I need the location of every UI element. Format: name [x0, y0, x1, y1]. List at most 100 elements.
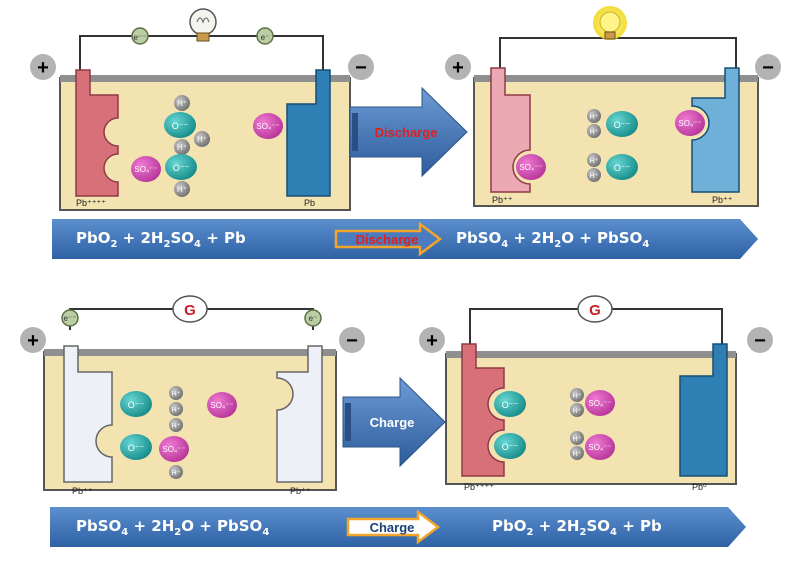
oxide-ion-label: O⁻⁻	[128, 400, 145, 410]
positive-terminal-icon	[419, 327, 445, 353]
eq-subscript: 2	[163, 239, 171, 250]
plate-label-pb0: Pb⁰	[692, 482, 707, 492]
electron-particle	[61, 309, 79, 327]
hydrogen-ion	[174, 181, 190, 197]
negative-terminal-icon	[747, 327, 773, 353]
hydrogen-ion-label: H⁺	[172, 407, 181, 414]
plate-label-pb4: Pb⁺⁺⁺⁺	[76, 198, 106, 208]
minus-label: −	[762, 57, 774, 79]
hydrogen-ion	[169, 386, 183, 400]
battery-lid	[474, 75, 758, 82]
eq-subscript: 4	[262, 527, 270, 538]
hydrogen-ion-label: H⁺	[177, 185, 187, 194]
eq-term: PbSO	[76, 517, 122, 535]
sulfate-ion-label: SO₄⁻⁻	[210, 401, 233, 410]
negative-terminal-icon	[755, 54, 781, 80]
eq-subscript: 2	[554, 239, 562, 250]
eq-term: + 2H	[533, 517, 580, 535]
oxide-ion-label: O⁻⁻	[173, 163, 190, 173]
plate-label-pb4: Pb⁺⁺⁺⁺	[464, 482, 494, 492]
battery-lid	[44, 349, 336, 356]
eq-term: PbO	[492, 517, 527, 535]
battery-lid	[446, 351, 736, 358]
positive-plate	[461, 343, 505, 477]
eq-term: + 2H	[117, 229, 164, 247]
eq-term: + 2H	[128, 517, 175, 535]
discharge-banner-arrow	[334, 221, 443, 257]
positive-terminal-icon	[20, 327, 46, 353]
sulfate-ion	[253, 113, 283, 139]
oxide-ion	[165, 154, 197, 180]
positive-terminal-icon	[445, 54, 471, 80]
hydrogen-ion-label: H⁺	[177, 143, 187, 152]
hydrogen-ion	[570, 431, 584, 445]
sulfate-ion	[585, 434, 615, 460]
negative-plate	[679, 343, 728, 477]
eq-subscript: 4	[610, 527, 617, 538]
plate-label-pb2: Pb⁺⁺	[72, 486, 93, 496]
plate-label-pb2: Pb⁺⁺	[290, 486, 311, 496]
plate-label-pb2: Pb⁺⁺	[712, 195, 733, 205]
hydrogen-ion	[587, 153, 601, 167]
hydrogen-ion	[194, 131, 210, 147]
sulfate-ion-label: SO₄⁻⁻	[162, 445, 185, 454]
hydrogen-ion-label: H⁺	[573, 451, 582, 458]
positive-terminal-icon	[30, 54, 56, 80]
eq-subscript: 4	[194, 239, 201, 250]
oxide-ion-label: O⁻⁻	[172, 121, 189, 131]
positive-plate	[490, 67, 531, 193]
hydrogen-ion-label: H⁺	[172, 470, 181, 477]
galvanometer-icon: G	[577, 295, 613, 323]
hydrogen-ion	[174, 95, 190, 111]
hydrogen-ion-label: H⁺	[172, 391, 181, 398]
eq-subscript: 4	[642, 239, 650, 250]
electron-particle	[256, 27, 274, 45]
circuit-wire	[499, 37, 737, 78]
oxide-ion	[494, 433, 526, 459]
sulfate-ion	[159, 436, 189, 462]
equation-charge-products: PbO2 + 2H2SO4 + Pb	[492, 517, 662, 538]
sulfate-ion-label: SO₄⁻⁻	[678, 119, 701, 128]
hydrogen-ion	[174, 139, 190, 155]
oxide-ion	[606, 111, 638, 137]
discharge-arrow-label: Discharge	[375, 125, 438, 140]
plus-label: +	[452, 57, 464, 79]
sulfate-ion-label: SO₄⁻⁻	[519, 163, 542, 172]
eq-subscript: 2	[110, 239, 118, 250]
sulfate-ion	[207, 392, 237, 418]
circuit-wire	[79, 35, 324, 80]
charge-equation-banner: Charge	[50, 507, 746, 547]
oxide-ion-label: O⁻⁻	[502, 442, 519, 452]
panel-sulfated-cell: e⁻⁻ e⁻ G O⁻⁻ H⁺ H⁺ H⁺ SO₄⁻⁻ O⁻⁻ SO₄⁻⁻ H⁺…	[20, 295, 365, 496]
minus-label: −	[355, 57, 367, 79]
hydrogen-ion-label: H⁺	[573, 408, 582, 415]
oxide-ion	[494, 391, 526, 417]
minus-label: −	[754, 330, 766, 352]
sulfate-ion-label: SO₄⁻⁻	[588, 443, 611, 452]
discharge-banner-label: Discharge	[356, 232, 419, 247]
charge-banner-arrow	[346, 509, 441, 545]
oxide-ion	[120, 391, 152, 417]
equation-discharge-products: PbSO4 + 2H2O + PbSO4	[456, 229, 649, 250]
minus-label: −	[346, 330, 358, 352]
panel-discharged-cell: SO₄⁻⁻ SO₄⁻⁻ H⁺ H⁺ O⁻⁻ H⁺ H⁺ O⁻⁻ Pb⁺⁺ Pb⁺…	[445, 6, 781, 207]
oxide-ion-label: O⁻⁻	[614, 163, 631, 173]
negative-terminal-icon	[339, 327, 365, 353]
eq-subscript: 4	[501, 239, 509, 250]
plate-label-pb: Pb	[304, 198, 315, 208]
lit-bulb-icon	[593, 6, 627, 40]
eq-subscript: 2	[526, 527, 534, 538]
hydrogen-ion	[570, 388, 584, 402]
oxide-ion-label: O⁻⁻	[128, 443, 145, 453]
eq-term: SO	[586, 517, 610, 535]
hydrogen-ion-label: H⁺	[590, 114, 599, 121]
sulfate-ion	[675, 110, 705, 136]
discharge-equation-banner: Discharge	[52, 219, 758, 259]
negative-plate	[691, 67, 740, 193]
negative-plate	[286, 69, 331, 197]
oxide-ion	[606, 154, 638, 180]
eq-term: + Pb	[200, 229, 246, 247]
positive-plate	[75, 69, 119, 197]
galvanometer-icon: G	[172, 295, 208, 323]
sulfate-ion-label: SO₄⁻⁻	[588, 399, 611, 408]
